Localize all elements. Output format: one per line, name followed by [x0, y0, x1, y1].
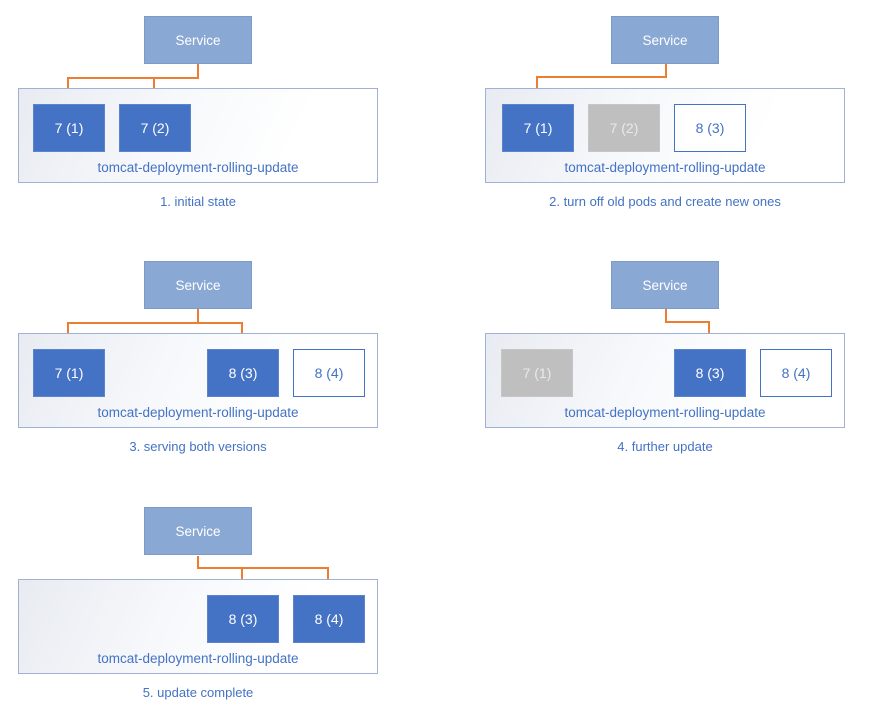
- deployment-box: 7 (1) 8 (3) 8 (4) tomcat-deployment-roll…: [18, 333, 378, 428]
- deployment-box: 7 (1) 8 (3) 8 (4) tomcat-deployment-roll…: [485, 333, 845, 428]
- panel-3: Service 7 (1) 8 (3) 8 (4) tomcat-deploym…: [0, 245, 435, 480]
- pod-7-1: 7 (1): [502, 104, 574, 152]
- pod-7-1: 7 (1): [501, 349, 573, 397]
- service-box: Service: [611, 261, 719, 309]
- panel-5: Service 8 (3) 8 (4) tomcat-deployment-ro…: [0, 491, 435, 718]
- service-box: Service: [144, 507, 252, 555]
- pod-8-3: 8 (3): [674, 104, 746, 152]
- panel-caption: 3. serving both versions: [129, 439, 267, 454]
- panel-caption: 1. initial state: [160, 194, 236, 209]
- pod-8-4: 8 (4): [760, 349, 832, 397]
- panel-caption: 4. further update: [617, 439, 713, 454]
- panel-caption: 2. turn off old pods and create new ones: [549, 194, 781, 209]
- panel-caption: 5. update complete: [142, 685, 254, 700]
- pod-8-3: 8 (3): [674, 349, 746, 397]
- pod-8-4: 8 (4): [293, 349, 365, 397]
- pod-7-2: 7 (2): [588, 104, 660, 152]
- deployment-label: tomcat-deployment-rolling-update: [97, 651, 299, 666]
- pod-8-4: 8 (4): [293, 595, 365, 643]
- panel-4: Service 7 (1) 8 (3) 8 (4) tomcat-deploym…: [467, 245, 870, 480]
- panel-2: Service 7 (1) 7 (2) 8 (3) tomcat-deploym…: [467, 0, 870, 235]
- pod-7-2: 7 (2): [119, 104, 191, 152]
- pod-7-1: 7 (1): [33, 349, 105, 397]
- deployment-label: tomcat-deployment-rolling-update: [97, 160, 299, 175]
- pod-8-3: 8 (3): [207, 595, 279, 643]
- deployment-box: 7 (1) 7 (2) tomcat-deployment-rolling-up…: [18, 88, 378, 183]
- panel-1: Service 7 (1) 7 (2) tomcat-deployment-ro…: [0, 0, 435, 235]
- deployment-label: tomcat-deployment-rolling-update: [97, 405, 299, 420]
- deployment-label: tomcat-deployment-rolling-update: [564, 405, 766, 420]
- service-box: Service: [144, 261, 252, 309]
- deployment-label: tomcat-deployment-rolling-update: [564, 160, 766, 175]
- pod-7-1: 7 (1): [33, 104, 105, 152]
- service-box: Service: [611, 16, 719, 64]
- pod-8-3: 8 (3): [207, 349, 279, 397]
- deployment-box: 8 (3) 8 (4) tomcat-deployment-rolling-up…: [18, 579, 378, 674]
- deployment-box: 7 (1) 7 (2) 8 (3) tomcat-deployment-roll…: [485, 88, 845, 183]
- service-box: Service: [144, 16, 252, 64]
